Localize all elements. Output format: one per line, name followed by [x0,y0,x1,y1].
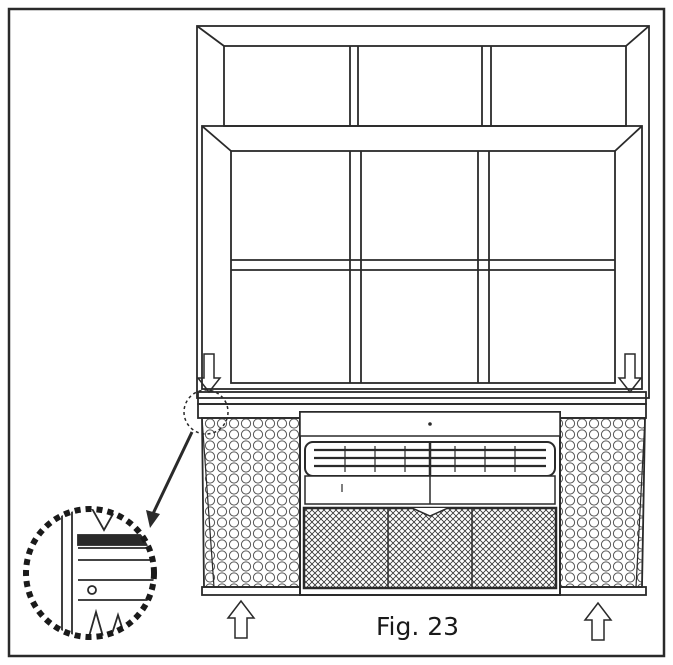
down-arrow-left-icon [196,353,222,394]
up-arrow-right-icon [583,601,613,641]
magnified-detail [23,506,157,640]
air-conditioner-unit [299,411,561,596]
lower-sash [201,125,643,390]
callout-leader-line [148,431,194,521]
side-panel-left [201,417,301,588]
detail-callout-small [183,389,229,435]
figure-caption: Fig. 23 [376,612,460,641]
intake-vent [302,506,558,590]
side-panel-right [559,417,646,588]
callout-arrowhead-icon [146,510,160,528]
up-arrow-left-icon [226,599,256,639]
outer-frame [7,7,666,658]
down-arrow-right-icon [617,353,643,394]
upper-sash [196,25,650,399]
